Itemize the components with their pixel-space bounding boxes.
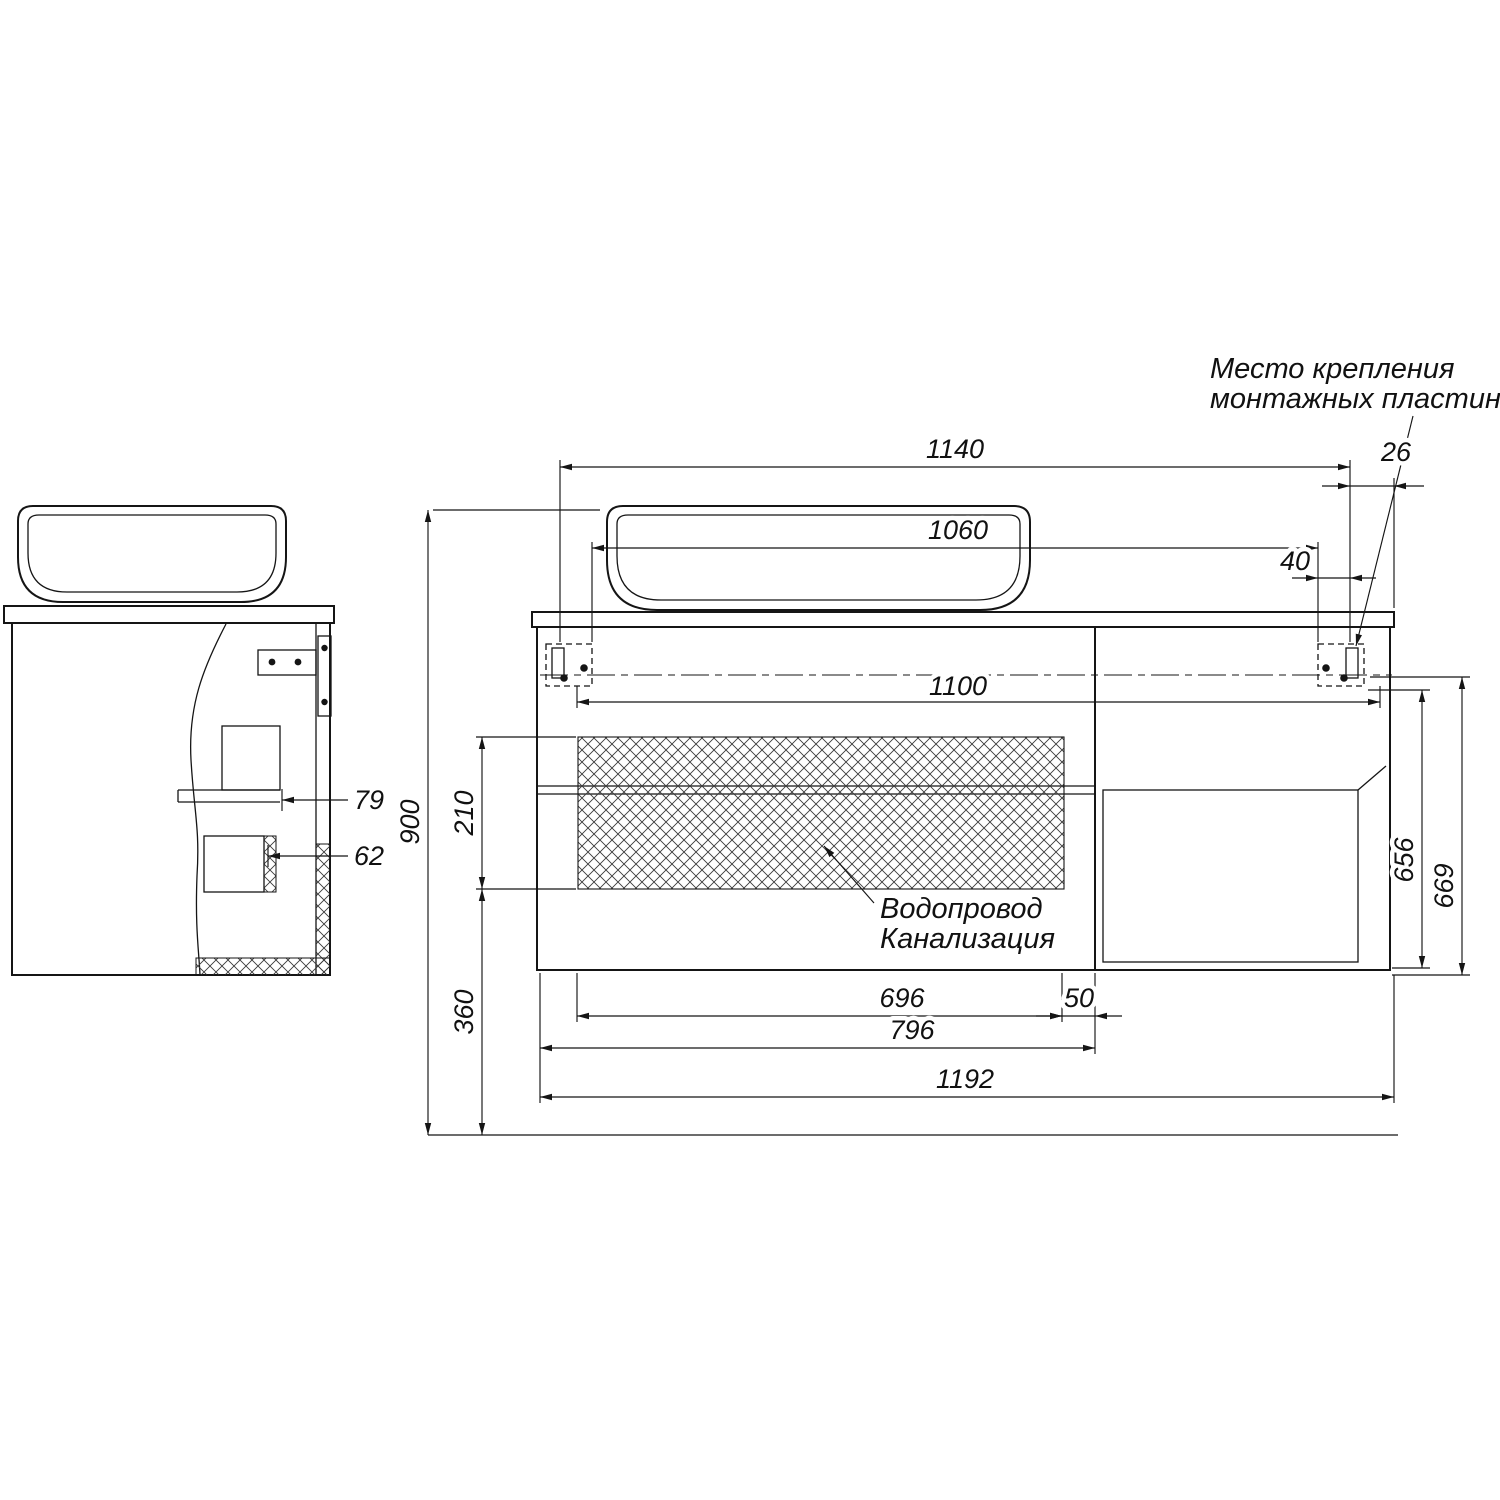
front-right-panel-bevel — [1357, 765, 1387, 791]
front-view — [531, 505, 1395, 971]
dim-79: 79 — [281, 781, 389, 820]
side-siphon-box — [221, 725, 281, 791]
dim-669: 669 — [1370, 676, 1470, 976]
dim-900-label: 900 — [395, 799, 425, 844]
mounting-note-line1: Место крепления — [1210, 353, 1454, 385]
dim-1060-label: 1060 — [928, 515, 988, 545]
side-mounting-bracket — [257, 635, 332, 717]
dim-360-label: 360 — [449, 989, 479, 1034]
plumbing-note-line1: Водопровод — [880, 893, 1043, 925]
side-lower-box — [203, 835, 265, 893]
front-basin-outer — [606, 505, 1031, 611]
dim-210-label: 210 — [449, 790, 479, 836]
side-cabinet-body — [11, 622, 331, 976]
dim-1140: 1140 — [559, 430, 1351, 642]
front-countertop — [531, 611, 1395, 628]
mounting-plate-left — [545, 643, 593, 687]
dim-79-label: 79 — [354, 785, 384, 815]
dim-40: 40 — [1275, 542, 1376, 582]
front-cabinet-body — [536, 626, 1391, 971]
annotation-plumbing: Водопровод Канализация — [823, 845, 1055, 955]
dim-360: 360 — [445, 889, 486, 1135]
side-hatch-box-edge — [263, 835, 277, 893]
front-basin-inner — [616, 514, 1021, 601]
dim-40-label: 40 — [1280, 546, 1310, 576]
dim-796: 796 — [539, 973, 1095, 1103]
dim-1192: 1192 — [540, 975, 1395, 1103]
dim-50: 50 — [1036, 973, 1122, 1054]
side-drawer-profile — [177, 789, 280, 803]
dim-1100-label: 1100 — [929, 671, 987, 701]
dim-669-label: 669 — [1429, 863, 1459, 908]
dim-796-label: 796 — [889, 1015, 935, 1045]
dim-696: 696 — [576, 973, 1063, 1022]
mounting-note-leader — [1355, 415, 1414, 647]
side-basin-outer — [17, 505, 287, 603]
plumbing-note-line2: Канализация — [880, 923, 1055, 955]
dim-696-label: 696 — [879, 983, 925, 1013]
side-panel-curve — [189, 623, 227, 976]
dim-26-label: 26 — [1380, 437, 1412, 467]
dim-62-label: 62 — [354, 841, 384, 871]
dim-62: 62 — [267, 837, 389, 876]
dim-26: 26 — [1322, 433, 1424, 608]
dim-1192-label: 1192 — [936, 1064, 994, 1094]
dim-1100: 1100 — [576, 667, 1381, 708]
dim-50-label: 50 — [1064, 983, 1094, 1013]
side-basin-inner — [27, 514, 277, 593]
mounting-note-line2: монтажных пластин — [1210, 383, 1500, 415]
dim-656-label: 656 — [1389, 836, 1419, 882]
dim-210: 210 — [445, 736, 576, 890]
dim-656: 656 — [1368, 689, 1430, 969]
plumbing-note-leader — [823, 845, 875, 904]
annotation-mounting-plates: Место крепления монтажных пластин — [1210, 353, 1500, 647]
side-hatch-right — [315, 843, 331, 976]
side-view — [3, 505, 335, 976]
dim-1060: 1060 — [591, 511, 1319, 642]
side-hatch-bottom — [195, 957, 331, 976]
dim-1140-label: 1140 — [926, 434, 984, 464]
mounting-plate-right — [1317, 643, 1365, 687]
dim-900: 900 — [391, 509, 600, 1135]
side-countertop — [3, 605, 335, 624]
front-right-panel — [1102, 789, 1359, 963]
plumbing-hatch-area — [577, 736, 1065, 890]
